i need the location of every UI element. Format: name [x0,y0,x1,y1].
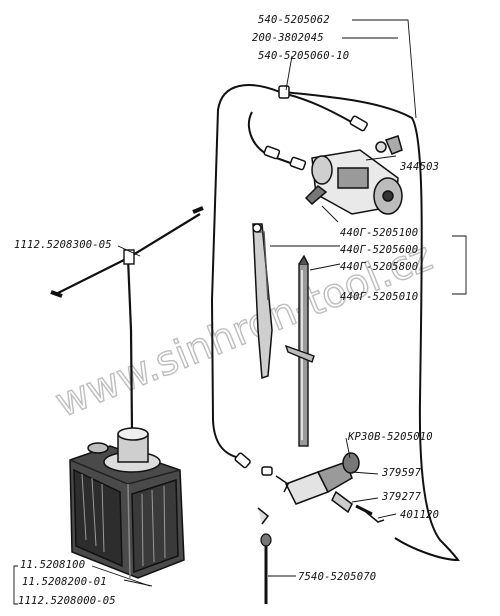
washer-tank [69,427,185,579]
label-arm2: 440Г-5205800 [340,261,418,273]
label-valve: КР30В-5205010 [347,431,433,443]
label-washer-tube: 1112.5208300-05 [14,239,112,251]
label-fitting1: 379597 [381,467,422,479]
wiper-arm [252,223,273,380]
labels: 540-5205062 200-3802045 540-5205060-10 3… [14,14,439,607]
label-arm: 440Г-5205600 [340,244,418,256]
label-elbow: 344503 [399,161,439,173]
washer-tubes [50,206,204,431]
wiper-motor [304,135,403,215]
label-tank1: 11.5208100 [20,559,85,571]
label-tube-hose: 540-5205060-10 [258,50,349,62]
label-tank2: 11.5208200-01 [22,576,107,588]
wiper-blade [284,254,315,447]
label-blade: 440Г-5205010 [340,291,418,303]
label-drain-tube: 7540-5205070 [298,571,376,583]
valve-assembly [257,452,385,525]
label-motor-top: 440Г-5205100 [340,227,418,239]
label-tube-top: 540-5205062 [258,14,330,26]
label-fitting3: 401120 [400,509,439,521]
label-tee-top: 200-3802045 [252,32,324,44]
leader-lines [13,19,467,605]
drain-tube [260,533,272,604]
label-fitting2: 379277 [381,491,422,503]
hose-loop [210,84,461,562]
label-tank3: 1112.5208000-05 [18,595,116,607]
hose-connectors [234,85,368,476]
